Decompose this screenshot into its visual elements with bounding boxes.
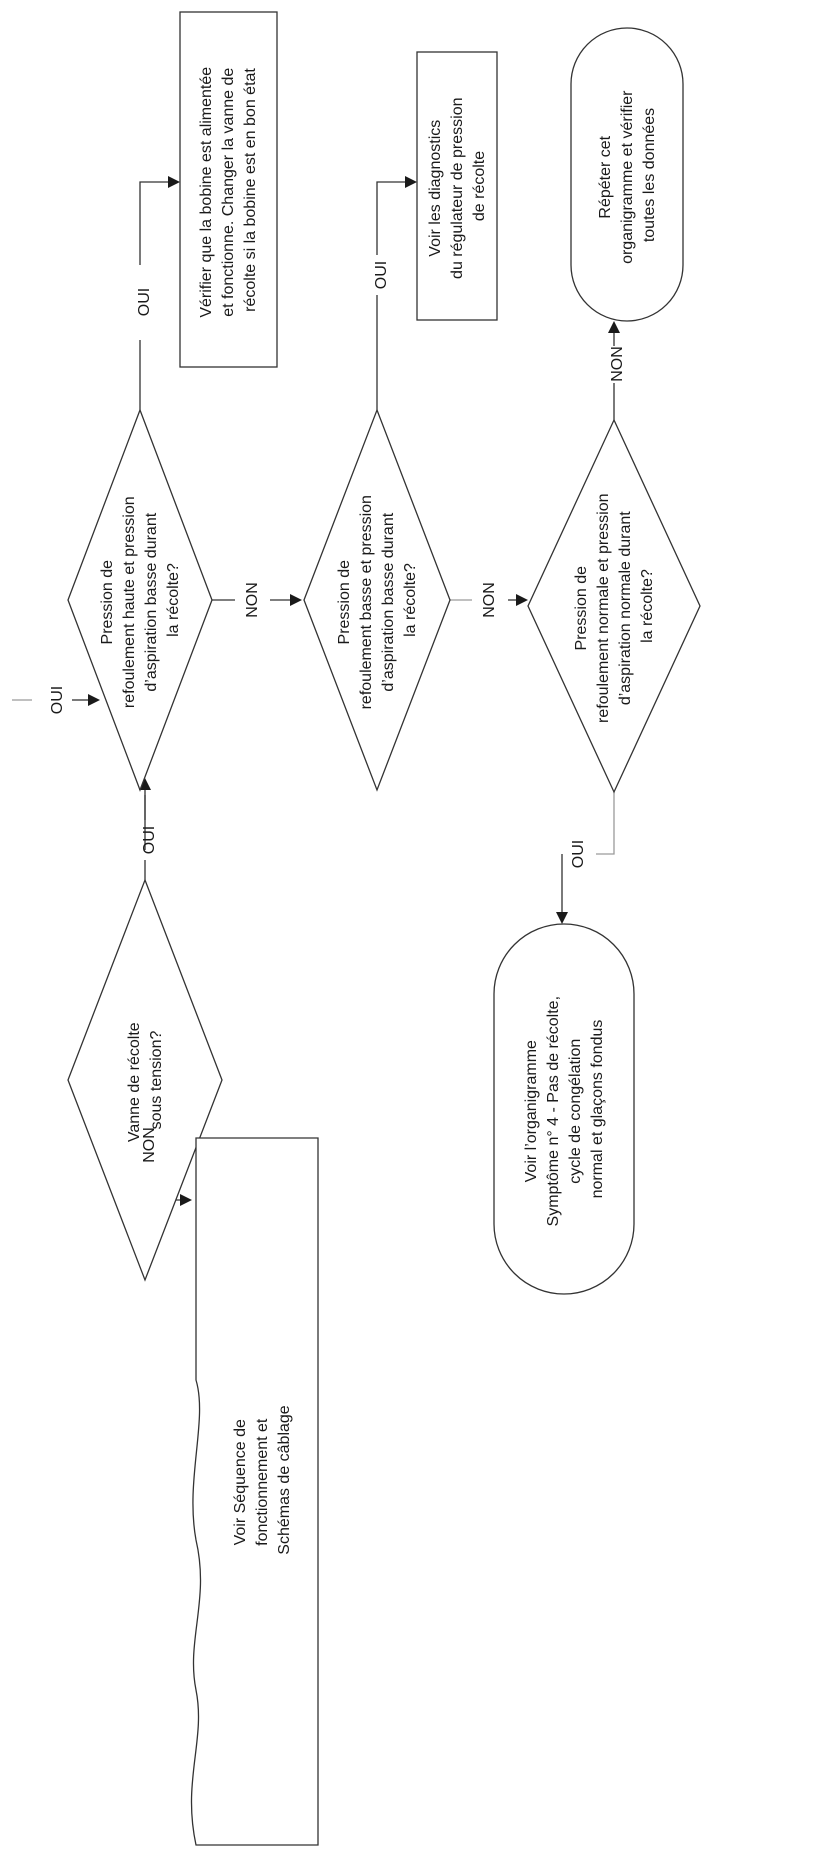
box-regulateur-line: Voir les diagnostics: [427, 120, 444, 257]
doc-arrow: [180, 1194, 192, 1206]
decision-basse-line: Pression de: [336, 560, 353, 645]
decision-basse-text: Pression de refoulement basse et pressio…: [336, 491, 419, 710]
box-bobine-line: récolte si la bobine est en bon état: [242, 68, 259, 312]
d4-oui-1: [596, 792, 615, 855]
d2-oui-2: [139, 181, 168, 265]
terminal-organigramme-4: [493, 923, 635, 1295]
label-oui-d3: OUI: [373, 261, 390, 289]
label-oui-d4: OUI: [570, 840, 587, 868]
label-oui-d1: OUI: [141, 826, 158, 854]
terminal-organigramme-line: Symptôme n° 4 - Pas de récolte,: [545, 996, 562, 1227]
document-line: Schémas de câblage: [276, 1405, 293, 1555]
decision-basse-line: la récolte?: [402, 563, 419, 637]
box-bobine-line: Vérifier que la bobine est alimentée: [198, 67, 215, 318]
box-bobine-line: et fonctionne. Changer la vanne de: [220, 68, 237, 317]
d3-arrow: [290, 594, 302, 606]
bobine-arrow: [168, 176, 180, 188]
decision-basse-line: d’aspiration basse durant: [380, 512, 397, 691]
document-line: Voir Séquence de: [232, 1419, 249, 1545]
decision-haute-line: la récolte?: [165, 563, 182, 637]
terminal-repeter-line: toutes les données: [641, 108, 658, 242]
decision-normale-line: d’aspiration normale durant: [617, 511, 634, 705]
decision-normale-line: refoulement normale et pression: [595, 494, 612, 723]
box-bobine-text: Vérifier que la bobine est alimentée et …: [198, 62, 259, 317]
d4-arrow: [516, 594, 528, 606]
decision-haute-line: refoulement haute et pression: [121, 496, 138, 708]
decision-refoulement-basse: [303, 408, 451, 792]
decision-vanne-sous-tension: [67, 878, 223, 1282]
d2-arrow: [139, 778, 151, 790]
terminal-repeter-line: organigramme et vérifier: [619, 90, 636, 264]
label-non-d4: NON: [609, 346, 626, 382]
terminal-repeter-line: Répéter cet: [597, 135, 614, 218]
decision-normale-line: Pression de: [573, 566, 590, 651]
d3-oui-2: [376, 181, 405, 255]
decision-normale-text: Pression de refoulement normale et press…: [573, 489, 656, 723]
regulateur-arrow: [405, 176, 417, 188]
document-sequence-schemas: [190, 1137, 319, 1846]
terminal-organigramme-text: Voir l’organigramme Symptôme n° 4 - Pas …: [523, 992, 606, 1227]
decision-normale-line: la récolte?: [639, 569, 656, 643]
label-oui-d2: OUI: [136, 288, 153, 316]
entry-arrow: [88, 694, 100, 706]
decision-haute-text: Pression de refoulement haute et pressio…: [99, 492, 182, 708]
decision-haute-line: d’aspiration basse durant: [143, 512, 160, 691]
decision-basse-line: refoulement basse et pression: [358, 495, 375, 709]
organigramme-arrow: [556, 912, 568, 924]
terminal-organigramme-line: cycle de congélation: [567, 1039, 584, 1184]
decision-vanne-line: sous tension?: [148, 1031, 165, 1130]
terminal-organigramme-line: normal et glaçons fondus: [589, 1020, 606, 1199]
box-verifier-bobine: [179, 11, 278, 368]
label-non-d3: NON: [481, 582, 498, 618]
decision-vanne-text: Vanne de récolte sous tension?: [126, 1018, 165, 1142]
terminal-repeter-text: Répéter cet organigramme et vérifier tou…: [597, 86, 658, 264]
decision-refoulement-normale: [527, 418, 701, 794]
decision-vanne-line: Vanne de récolte: [126, 1022, 143, 1142]
label-oui-entry: OUI: [49, 686, 66, 714]
box-regulateur-line: de récolte: [471, 151, 488, 221]
label-non-d2: NON: [244, 582, 261, 618]
box-regulateur-text: Voir les diagnostics du régulateur de pr…: [427, 93, 488, 279]
label-non-d1: NON: [141, 1127, 158, 1163]
box-diagnostics-regulateur: [416, 51, 498, 321]
document-line: fonctionnement et: [254, 1418, 271, 1546]
terminal-organigramme-line: Voir l’organigramme: [523, 1040, 540, 1182]
box-regulateur-line: du régulateur de pression: [449, 98, 466, 279]
terminal-repeter: [570, 27, 684, 322]
document-text: Voir Séquence de fonctionnement et Schém…: [232, 1405, 293, 1555]
decision-refoulement-haute: [67, 408, 213, 792]
repeter-arrow: [608, 321, 620, 333]
decision-haute-line: Pression de: [99, 560, 116, 645]
